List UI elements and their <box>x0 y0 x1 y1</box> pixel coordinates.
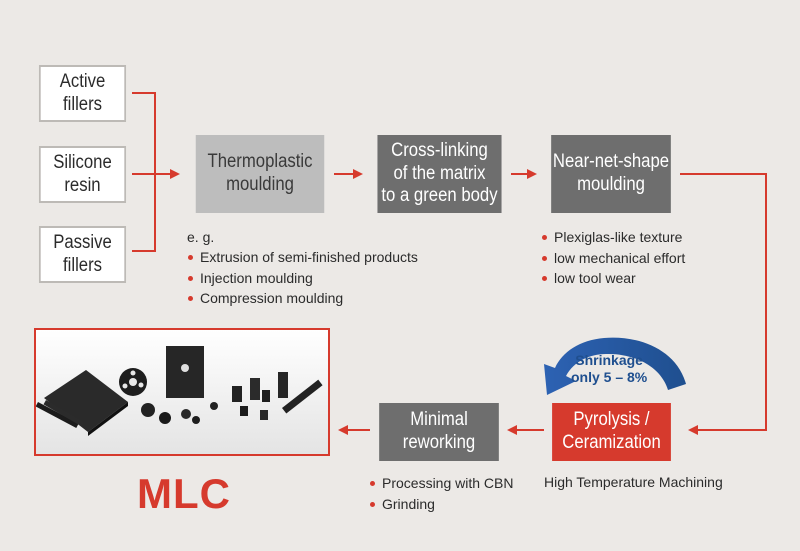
reworking-notes-list: Processing with CBN Grinding <box>369 473 514 514</box>
step-near-net-shape-moulding: Near-net-shape moulding <box>551 135 671 213</box>
step-minimal-reworking: Minimal reworking <box>379 403 499 461</box>
thermoplastic-notes-list: Extrusion of semi-finished products Inje… <box>187 247 418 309</box>
input-active-fillers: Active fillers <box>38 65 127 122</box>
step-thermoplastic-moulding: Thermoplastic moulding <box>195 135 325 213</box>
step-pyrolysis-ceramization: Pyrolysis / Ceramization <box>552 403 671 461</box>
input-passive-fillers: Passive fillers <box>38 226 127 283</box>
nearnet-notes-list: Plexiglas-like texture low mechanical ef… <box>541 227 685 289</box>
product-photo <box>34 328 330 456</box>
input-silicone-resin: Silicone resin <box>38 146 127 203</box>
list-item: Extrusion of semi-finished products <box>187 247 418 268</box>
ceramic-parts-illustration <box>36 330 328 454</box>
list-item: low tool wear <box>541 268 685 289</box>
list-item: Grinding <box>369 494 514 515</box>
list-item: Compression moulding <box>187 288 418 309</box>
shrinkage-arrow <box>544 337 686 395</box>
pyrolysis-note: High Temperature Machining <box>544 474 723 490</box>
list-item: Processing with CBN <box>369 473 514 494</box>
thermoplastic-notes-intro: e. g. <box>187 229 215 245</box>
connector-active-fillers <box>132 92 156 252</box>
connector-nearnet-to-pyrolysis <box>680 173 767 435</box>
shrinkage-label: Shrinkage only 5 – 8% <box>571 352 648 385</box>
list-item: Injection moulding <box>187 268 418 289</box>
list-item: low mechanical effort <box>541 248 685 269</box>
step-cross-linking: Cross-linking of the matrix to a green b… <box>377 135 502 213</box>
product-label: MLC <box>137 470 231 517</box>
list-item: Plexiglas-like texture <box>541 227 685 248</box>
